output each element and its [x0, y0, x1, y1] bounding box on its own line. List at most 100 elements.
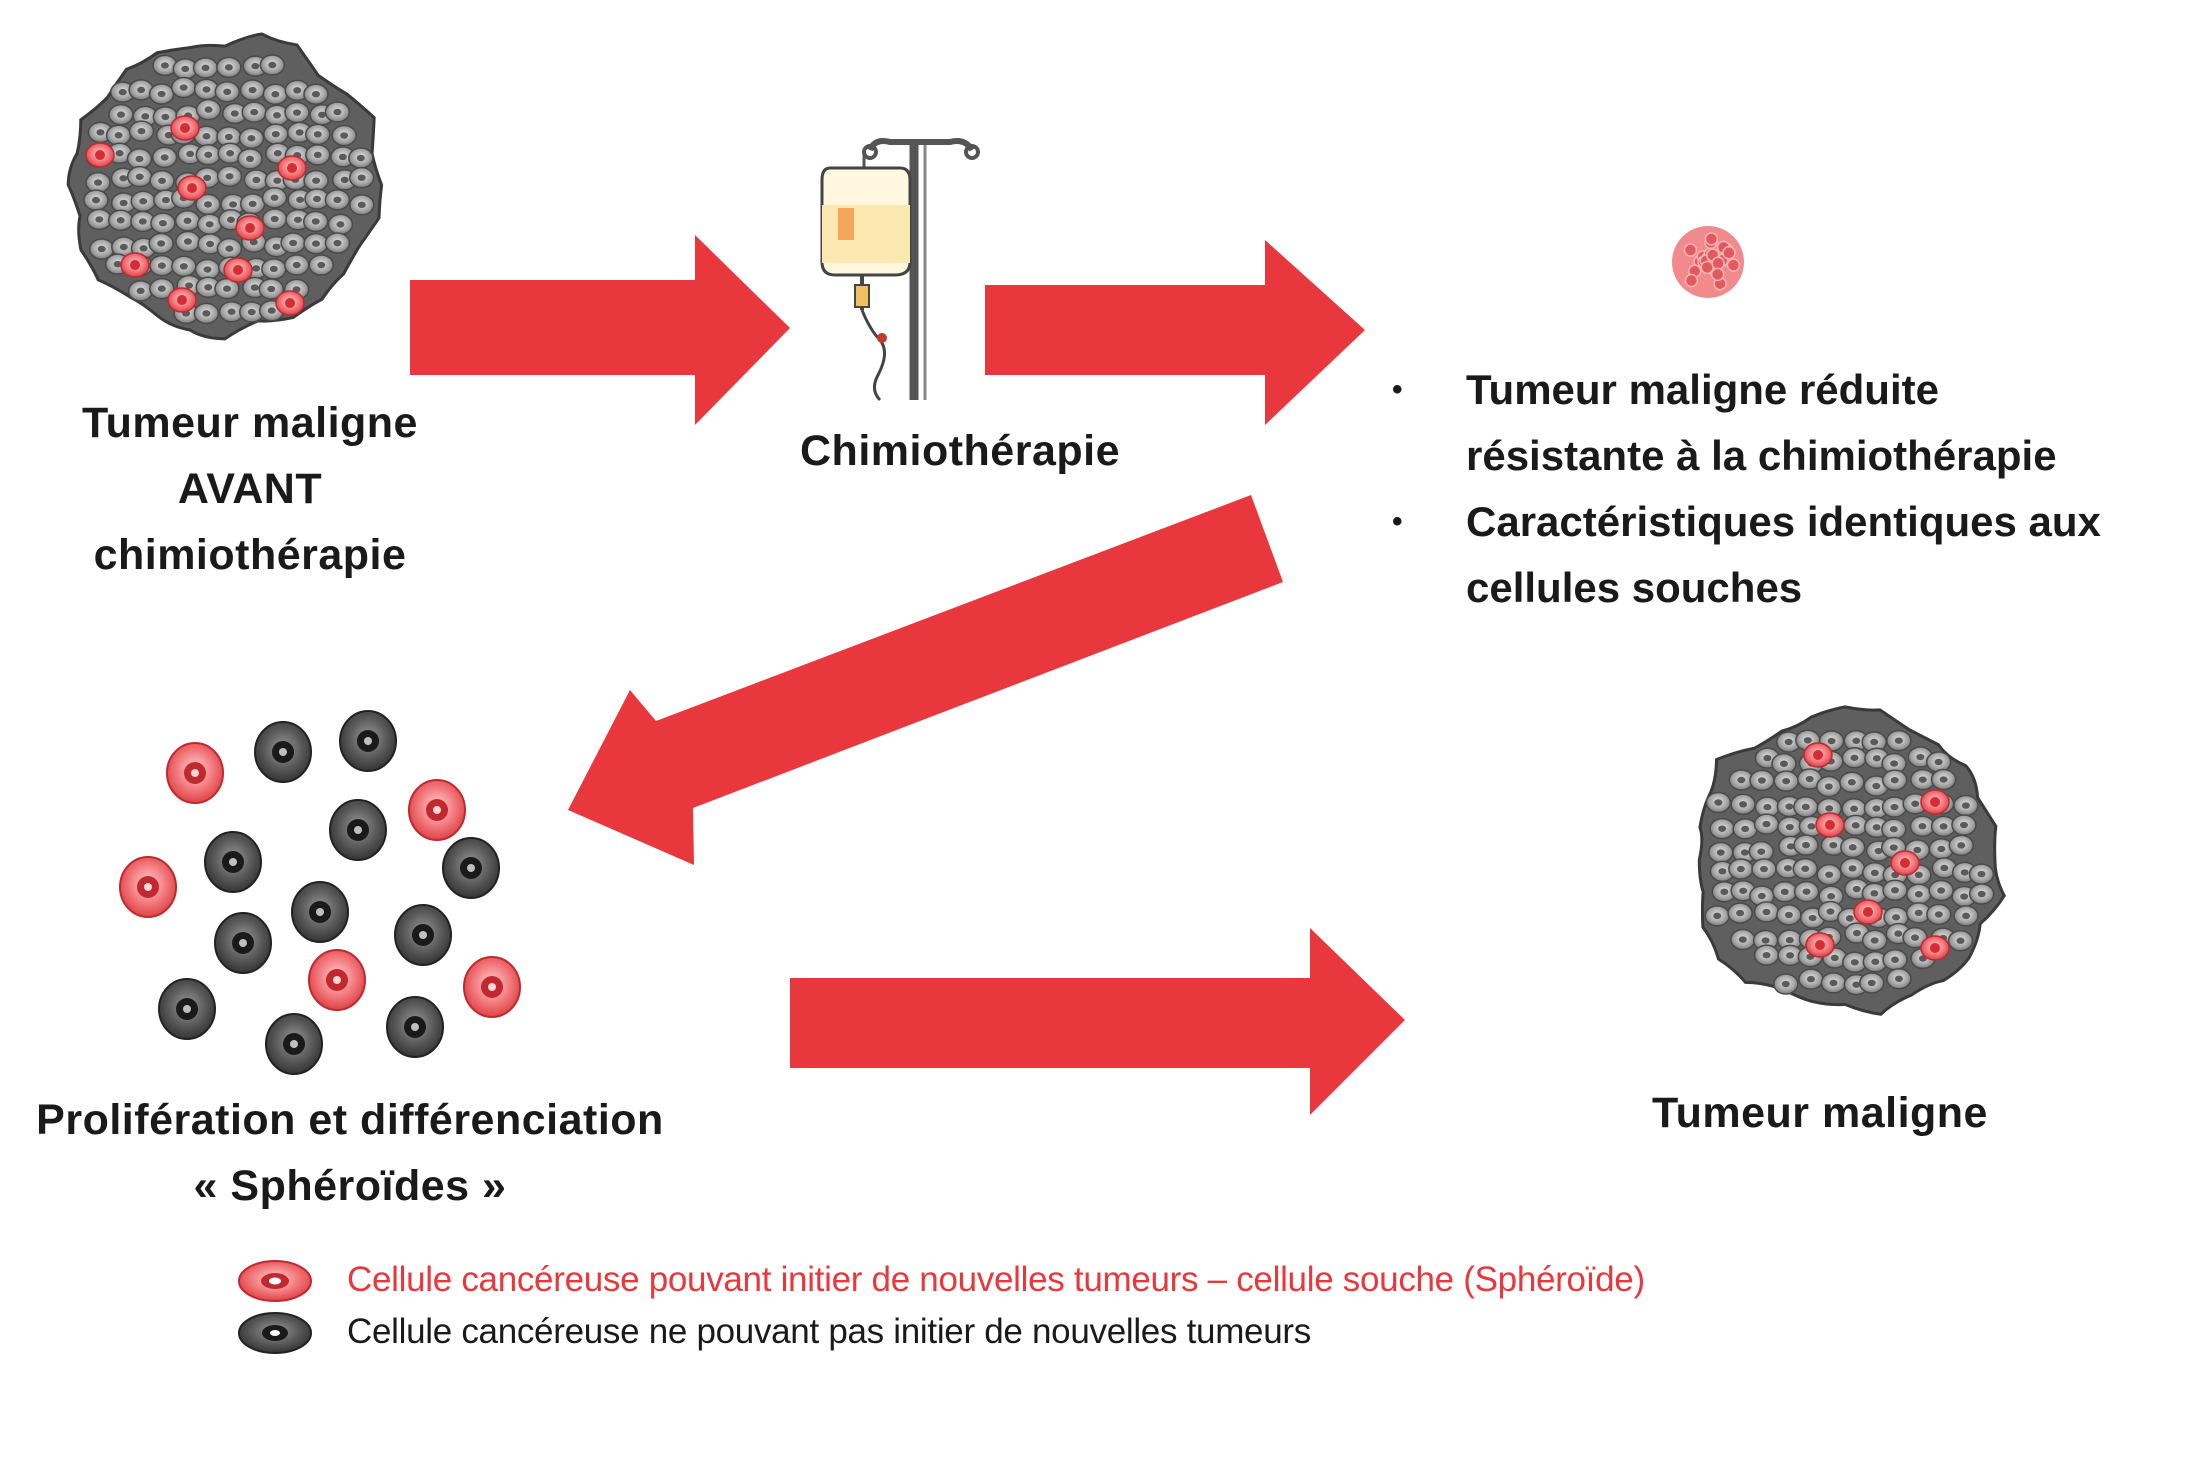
tumor-cell [1968, 883, 1995, 905]
stem-cell-icon [238, 1260, 312, 1302]
tumor-cell [1777, 816, 1803, 838]
tumor-cell [305, 144, 331, 166]
tumor-stem-cell [1805, 932, 1835, 958]
label-tumor-final: Tumeur maligne [1540, 1080, 2100, 1146]
tumor-cell [1730, 793, 1756, 816]
tumor-cell [1820, 972, 1847, 994]
tumor-cell [1798, 968, 1824, 990]
spheroid-cancer-cell [214, 912, 272, 974]
tumor-cell [1948, 834, 1974, 857]
tumor-cell [172, 58, 198, 80]
result-bullet: Tumeur maligne réduite résistante à la c… [1390, 357, 2190, 489]
tumor-cell [214, 277, 240, 300]
tumor-cell [130, 210, 156, 233]
tumor-cell [259, 54, 286, 76]
iv-drip-icon [820, 138, 980, 402]
reduced-tumor-cell [1684, 273, 1699, 288]
tumor-cell [216, 165, 243, 188]
tumor-cell [194, 258, 221, 281]
tumor-cell [149, 277, 175, 300]
label-tumor-before-line: chimiothérapie [93, 531, 407, 579]
tumor-cell [149, 254, 175, 277]
tumor-cell [1753, 901, 1780, 923]
spheroid-cancer-cell [204, 831, 262, 893]
tumor-cell [324, 232, 351, 254]
spheroid-stem-cell [308, 949, 366, 1011]
tumor-cell [284, 101, 310, 124]
tumor-cell [303, 83, 329, 105]
tumor-cell [174, 209, 201, 232]
tumor-cell [348, 147, 374, 169]
tumor-cell [324, 189, 351, 211]
tumor-cell [1728, 858, 1754, 880]
tumor-cell [1840, 836, 1866, 859]
tumor-cell [218, 300, 245, 323]
tumor-cell [86, 208, 113, 231]
spheroid-stem-cell [408, 779, 466, 841]
tumor-cell [148, 232, 174, 255]
tumor-cell [1842, 814, 1869, 837]
tumor-stem-cell [1920, 789, 1950, 815]
tumor-cell [1928, 879, 1954, 902]
tumor-cell [1727, 902, 1753, 924]
tumor-cell [1816, 775, 1842, 798]
tumor-cell [1968, 863, 1995, 885]
tumor-cell [1947, 929, 1974, 952]
spheroid-cancer-cell [254, 721, 312, 783]
tumor-stem-cell [85, 142, 115, 168]
result-bullet-line: cellules souches [1466, 564, 1803, 611]
tumor-cell [258, 278, 284, 300]
tumor-cell [126, 165, 153, 188]
tumor-stem-cell [1803, 742, 1833, 768]
label-tumor-before-line: Tumeur maligne [82, 399, 418, 447]
tumor-before-chemo [66, 32, 384, 341]
result-bullet-line: Tumeur maligne réduite [1466, 366, 1939, 413]
tumor-cell [171, 255, 197, 278]
reduced-tumor-icon [1672, 226, 1744, 298]
tumor-cell [303, 232, 329, 255]
tumor-cell [1881, 769, 1908, 791]
tumor-cell [170, 76, 197, 99]
result-bullet: Caractéristiques identiques aux cellules… [1390, 489, 2190, 621]
tumor-stem-cell [177, 175, 207, 201]
tumor-cell [1816, 863, 1842, 886]
arrow-to-final-tumor [790, 928, 1405, 1115]
tumor-cell [1925, 751, 1952, 773]
arrow-to-spheroids [568, 495, 1283, 865]
label-tumor-final-text: Tumeur maligne [1652, 1089, 1988, 1137]
tumor-stem-cell [120, 252, 150, 278]
tumor-cell [239, 79, 266, 101]
spheroid-cancer-cell [291, 881, 349, 943]
tumor-final [1697, 705, 2006, 1016]
tumor-cell [107, 209, 134, 232]
label-tumor-before: Tumeur maligne AVANT chimiothérapie [20, 390, 480, 588]
tumor-cell [1708, 841, 1734, 864]
tumor-stem-cell [275, 290, 305, 316]
tumor-cell [1861, 929, 1888, 952]
tumor-cell [105, 124, 132, 146]
tumor-cell [1704, 905, 1730, 927]
tumor-cell [127, 280, 154, 302]
label-tumor-before-line: AVANT [177, 465, 323, 513]
spheroid-cancer-cell [265, 1013, 323, 1075]
tumor-stem-cell [167, 287, 197, 313]
tumor-stem-cell [1890, 850, 1920, 876]
tumor-cell [130, 190, 156, 212]
spheroid-stem-cell [166, 742, 224, 804]
tumor-cell [195, 144, 221, 166]
tumor-cell [1881, 752, 1907, 775]
tumor-cell [331, 124, 357, 147]
tumor-cell [1793, 796, 1819, 818]
tumor-cell [1749, 769, 1775, 792]
spheroid-stem-cell [463, 956, 521, 1018]
tumor-cell [1773, 770, 1799, 792]
tumor-cell [262, 83, 289, 105]
tumor-cell [1751, 858, 1777, 880]
tumor-cell [1709, 817, 1735, 840]
tumor-cell [261, 258, 287, 280]
tumor-cell [1953, 905, 1979, 927]
reduced-tumor-cell [1711, 256, 1725, 271]
tumor-cell [349, 194, 375, 216]
tumor-cell [1792, 857, 1818, 880]
